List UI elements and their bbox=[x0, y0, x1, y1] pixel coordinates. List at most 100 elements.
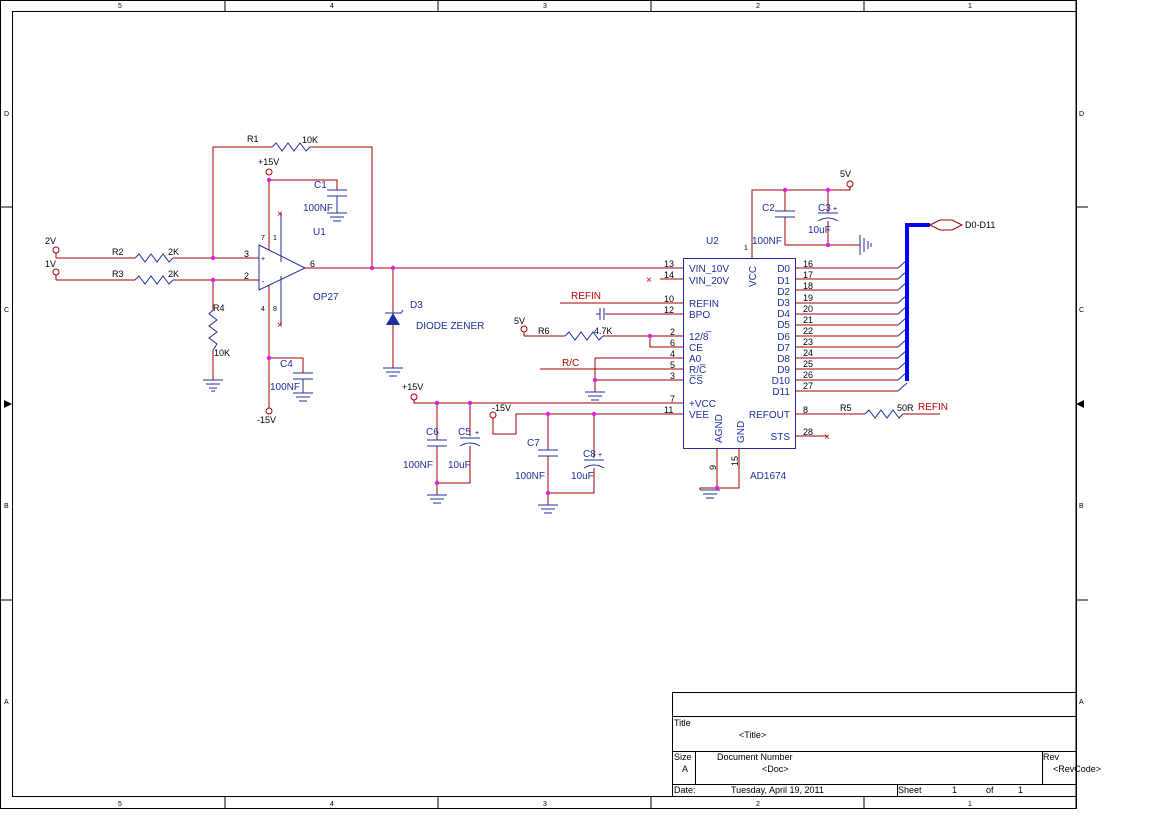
u1-minus: - bbox=[262, 279, 265, 286]
pin-name: +VCC bbox=[689, 399, 716, 410]
c1-capacitor bbox=[327, 189, 347, 222]
pin-name: D0 bbox=[777, 264, 790, 275]
zone-col: 4 bbox=[330, 3, 334, 10]
net-label-bus: D0-D11 bbox=[965, 220, 995, 230]
pin-name: D8 bbox=[777, 354, 790, 365]
pin-name: REFIN bbox=[689, 299, 719, 310]
port-p15v bbox=[265, 168, 273, 176]
r5-ref: R5 bbox=[840, 403, 852, 413]
ground-icon bbox=[859, 235, 872, 255]
polarity-mark: + bbox=[598, 452, 602, 459]
pin-name: C̅S̅ bbox=[689, 375, 703, 387]
pin-number: 8 bbox=[803, 405, 808, 415]
rev-label: Rev bbox=[1043, 752, 1060, 762]
net-label-5v: 5V bbox=[840, 169, 851, 179]
zone-col: 2 bbox=[756, 3, 760, 10]
pin-number: 12 bbox=[664, 305, 674, 315]
pin-number: 18 bbox=[803, 281, 813, 291]
r2-ref: R2 bbox=[112, 247, 124, 257]
port-5v bbox=[520, 325, 528, 333]
date-value: Tuesday, April 19, 2011 bbox=[731, 785, 824, 795]
no-connect-icon: × bbox=[277, 209, 283, 220]
c1-ref: C1 bbox=[314, 180, 327, 191]
pin-number: 19 bbox=[803, 293, 813, 303]
left-arrow-icon bbox=[4, 400, 12, 408]
u2-part: AD1674 bbox=[750, 471, 787, 482]
d3-value: DIODE ZENER bbox=[416, 321, 484, 332]
c6-value: 100NF bbox=[403, 460, 433, 471]
pin-number: 4 bbox=[670, 349, 675, 359]
c4-ref: C4 bbox=[280, 359, 293, 370]
port-5v bbox=[846, 180, 854, 188]
pin-name: BPO bbox=[689, 310, 710, 321]
u2-adc: × REFIN R/C 5V R6 4.7K 13 14 10 12 2 6 4… bbox=[514, 169, 995, 499]
u1-pin: 8 bbox=[273, 306, 277, 313]
c3-value: 10uF bbox=[808, 225, 831, 236]
r1-value: 10K bbox=[302, 135, 318, 145]
pin-number: 23 bbox=[803, 337, 813, 347]
pin-name: D9 bbox=[777, 365, 790, 376]
pin-name: D10 bbox=[772, 376, 791, 387]
u1-opamp bbox=[258, 244, 307, 291]
ground-icon bbox=[700, 489, 720, 499]
opamp-section: 2V 1V R1 10K R2 2K R3 2K R4 10K × × +15V… bbox=[45, 134, 683, 425]
pin-name: VIN_10V bbox=[689, 264, 729, 275]
right-arrow-icon bbox=[1076, 400, 1084, 408]
r6-resistor bbox=[564, 331, 604, 341]
c2-value: 100NF bbox=[752, 236, 782, 247]
d3-ref: D3 bbox=[410, 300, 423, 311]
u1-plus: + bbox=[261, 256, 265, 263]
pin-number: 14 bbox=[664, 270, 674, 280]
pin-name: D2 bbox=[777, 287, 790, 298]
u1-pin: 1 bbox=[273, 235, 277, 242]
pin-name: 12/8̅ bbox=[689, 331, 711, 343]
zone-col: 5 bbox=[118, 801, 122, 808]
zone-col: 3 bbox=[543, 3, 547, 10]
zone-row: C bbox=[1079, 307, 1084, 314]
zone-row: B bbox=[4, 503, 9, 510]
pin-number: 3 bbox=[670, 371, 675, 381]
u1-pin: 3 bbox=[244, 249, 249, 259]
zone-row: B bbox=[1079, 503, 1084, 510]
zone-row: C bbox=[4, 307, 9, 314]
pin-number: 13 bbox=[664, 259, 674, 269]
pin-name: AGND bbox=[714, 414, 725, 443]
c6-ref: C6 bbox=[426, 427, 439, 438]
r3-resistor bbox=[134, 275, 174, 285]
u2-ref: U2 bbox=[706, 236, 719, 247]
pin-name: D5 bbox=[777, 320, 790, 331]
r4-ref: R4 bbox=[213, 303, 225, 313]
r4-resistor bbox=[208, 309, 218, 351]
no-connect-icon: × bbox=[824, 432, 830, 443]
docnum-value: <Doc> bbox=[762, 764, 789, 774]
pin-name: STS bbox=[771, 432, 791, 443]
u1-part: OP27 bbox=[313, 292, 339, 303]
r3-ref: R3 bbox=[112, 269, 124, 279]
pin-number: 15 bbox=[730, 456, 740, 466]
u2-left-pins: 13 14 10 12 2 6 4 5 3 7 11 VIN_10V VIN_2… bbox=[664, 259, 729, 421]
pin-number: 22 bbox=[803, 326, 813, 336]
pin-name: VCC bbox=[748, 266, 759, 287]
pin-name: D7 bbox=[777, 343, 790, 354]
r1-ref: R1 bbox=[247, 134, 259, 144]
ground-icon bbox=[538, 504, 558, 514]
sheet-total: 1 bbox=[1018, 785, 1023, 795]
c3-ref: C3 bbox=[818, 203, 831, 214]
c7-ref: C7 bbox=[527, 438, 540, 449]
polarity-mark: + bbox=[833, 206, 837, 213]
data-bus bbox=[905, 223, 930, 381]
net-label-2v: 2V bbox=[45, 236, 56, 246]
r2-value: 2K bbox=[168, 247, 179, 257]
c8-ref: C8 bbox=[583, 449, 596, 460]
pin-name: VEE bbox=[689, 410, 709, 421]
polarity-mark: + bbox=[475, 430, 479, 437]
no-connect-icon: × bbox=[277, 320, 283, 331]
size-value: A bbox=[682, 764, 688, 774]
c2-capacitor bbox=[775, 210, 795, 218]
size-label: Size bbox=[674, 752, 692, 762]
c4-value: 100NF bbox=[270, 382, 300, 393]
net-label-refin: REFIN bbox=[918, 402, 948, 413]
pin-name: D4 bbox=[777, 309, 790, 320]
pin-name: R/C̅ bbox=[689, 364, 706, 376]
